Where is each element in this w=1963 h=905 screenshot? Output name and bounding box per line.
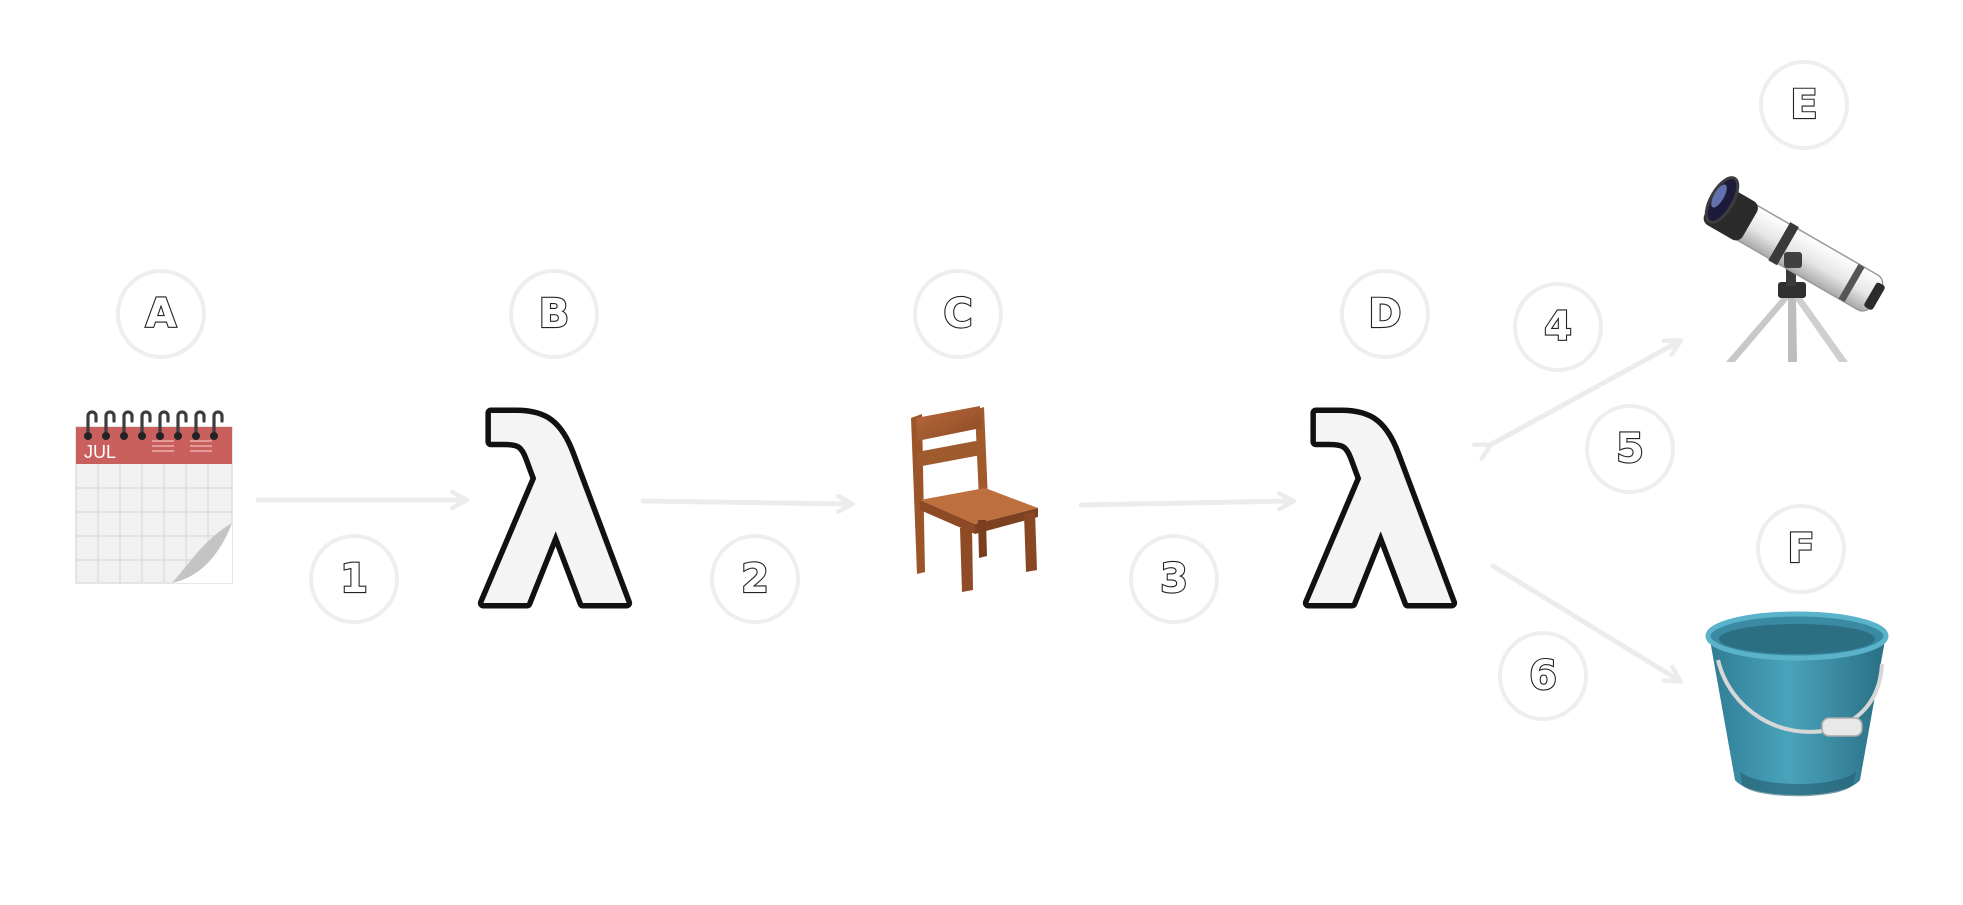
svg-text:B: B <box>539 291 570 337</box>
calendar-month-text: JUL <box>84 442 116 462</box>
node-label-c: C <box>913 269 1003 359</box>
svg-text:λ: λ <box>476 371 634 662</box>
svg-text:λ: λ <box>1301 371 1459 662</box>
svg-text:1: 1 <box>340 556 368 602</box>
svg-text:2: 2 <box>741 556 769 602</box>
svg-text:6: 6 <box>1529 653 1557 699</box>
lambda-icon: λ <box>1295 366 1464 668</box>
telescope-icon <box>1703 176 1885 362</box>
node-label-d: D <box>1340 269 1430 359</box>
edge-3-arrow <box>1078 501 1293 505</box>
svg-text:E: E <box>1790 82 1817 128</box>
edge-2-arrow <box>640 501 852 504</box>
svg-text:5: 5 <box>1616 426 1644 472</box>
lambda-icon: λ <box>470 366 639 668</box>
svg-text:C: C <box>943 291 972 337</box>
svg-text:F: F <box>1787 526 1814 572</box>
edge-label-1: 1 <box>309 534 399 624</box>
node-label-f: F <box>1756 504 1846 594</box>
edge-label-5: 5 <box>1585 404 1675 494</box>
edge-label-2: 2 <box>710 534 800 624</box>
svg-text:A: A <box>146 291 177 337</box>
chair-icon <box>911 406 1038 592</box>
edge-label-6: 6 <box>1498 631 1588 721</box>
edge-label-4: 4 <box>1513 282 1603 372</box>
node-label-b: B <box>509 269 599 359</box>
bucket-icon <box>1705 611 1889 797</box>
edge-label-3: 3 <box>1129 534 1219 624</box>
edge-4-5-arrow <box>1490 341 1680 445</box>
edge-6-arrow <box>1490 563 1680 681</box>
svg-text:3: 3 <box>1160 556 1188 602</box>
calendar-icon: JUL <box>75 410 233 584</box>
svg-text:D: D <box>1368 291 1401 337</box>
node-label-e: E <box>1759 60 1849 150</box>
svg-text:4: 4 <box>1544 304 1572 350</box>
node-label-a: A <box>116 269 206 359</box>
